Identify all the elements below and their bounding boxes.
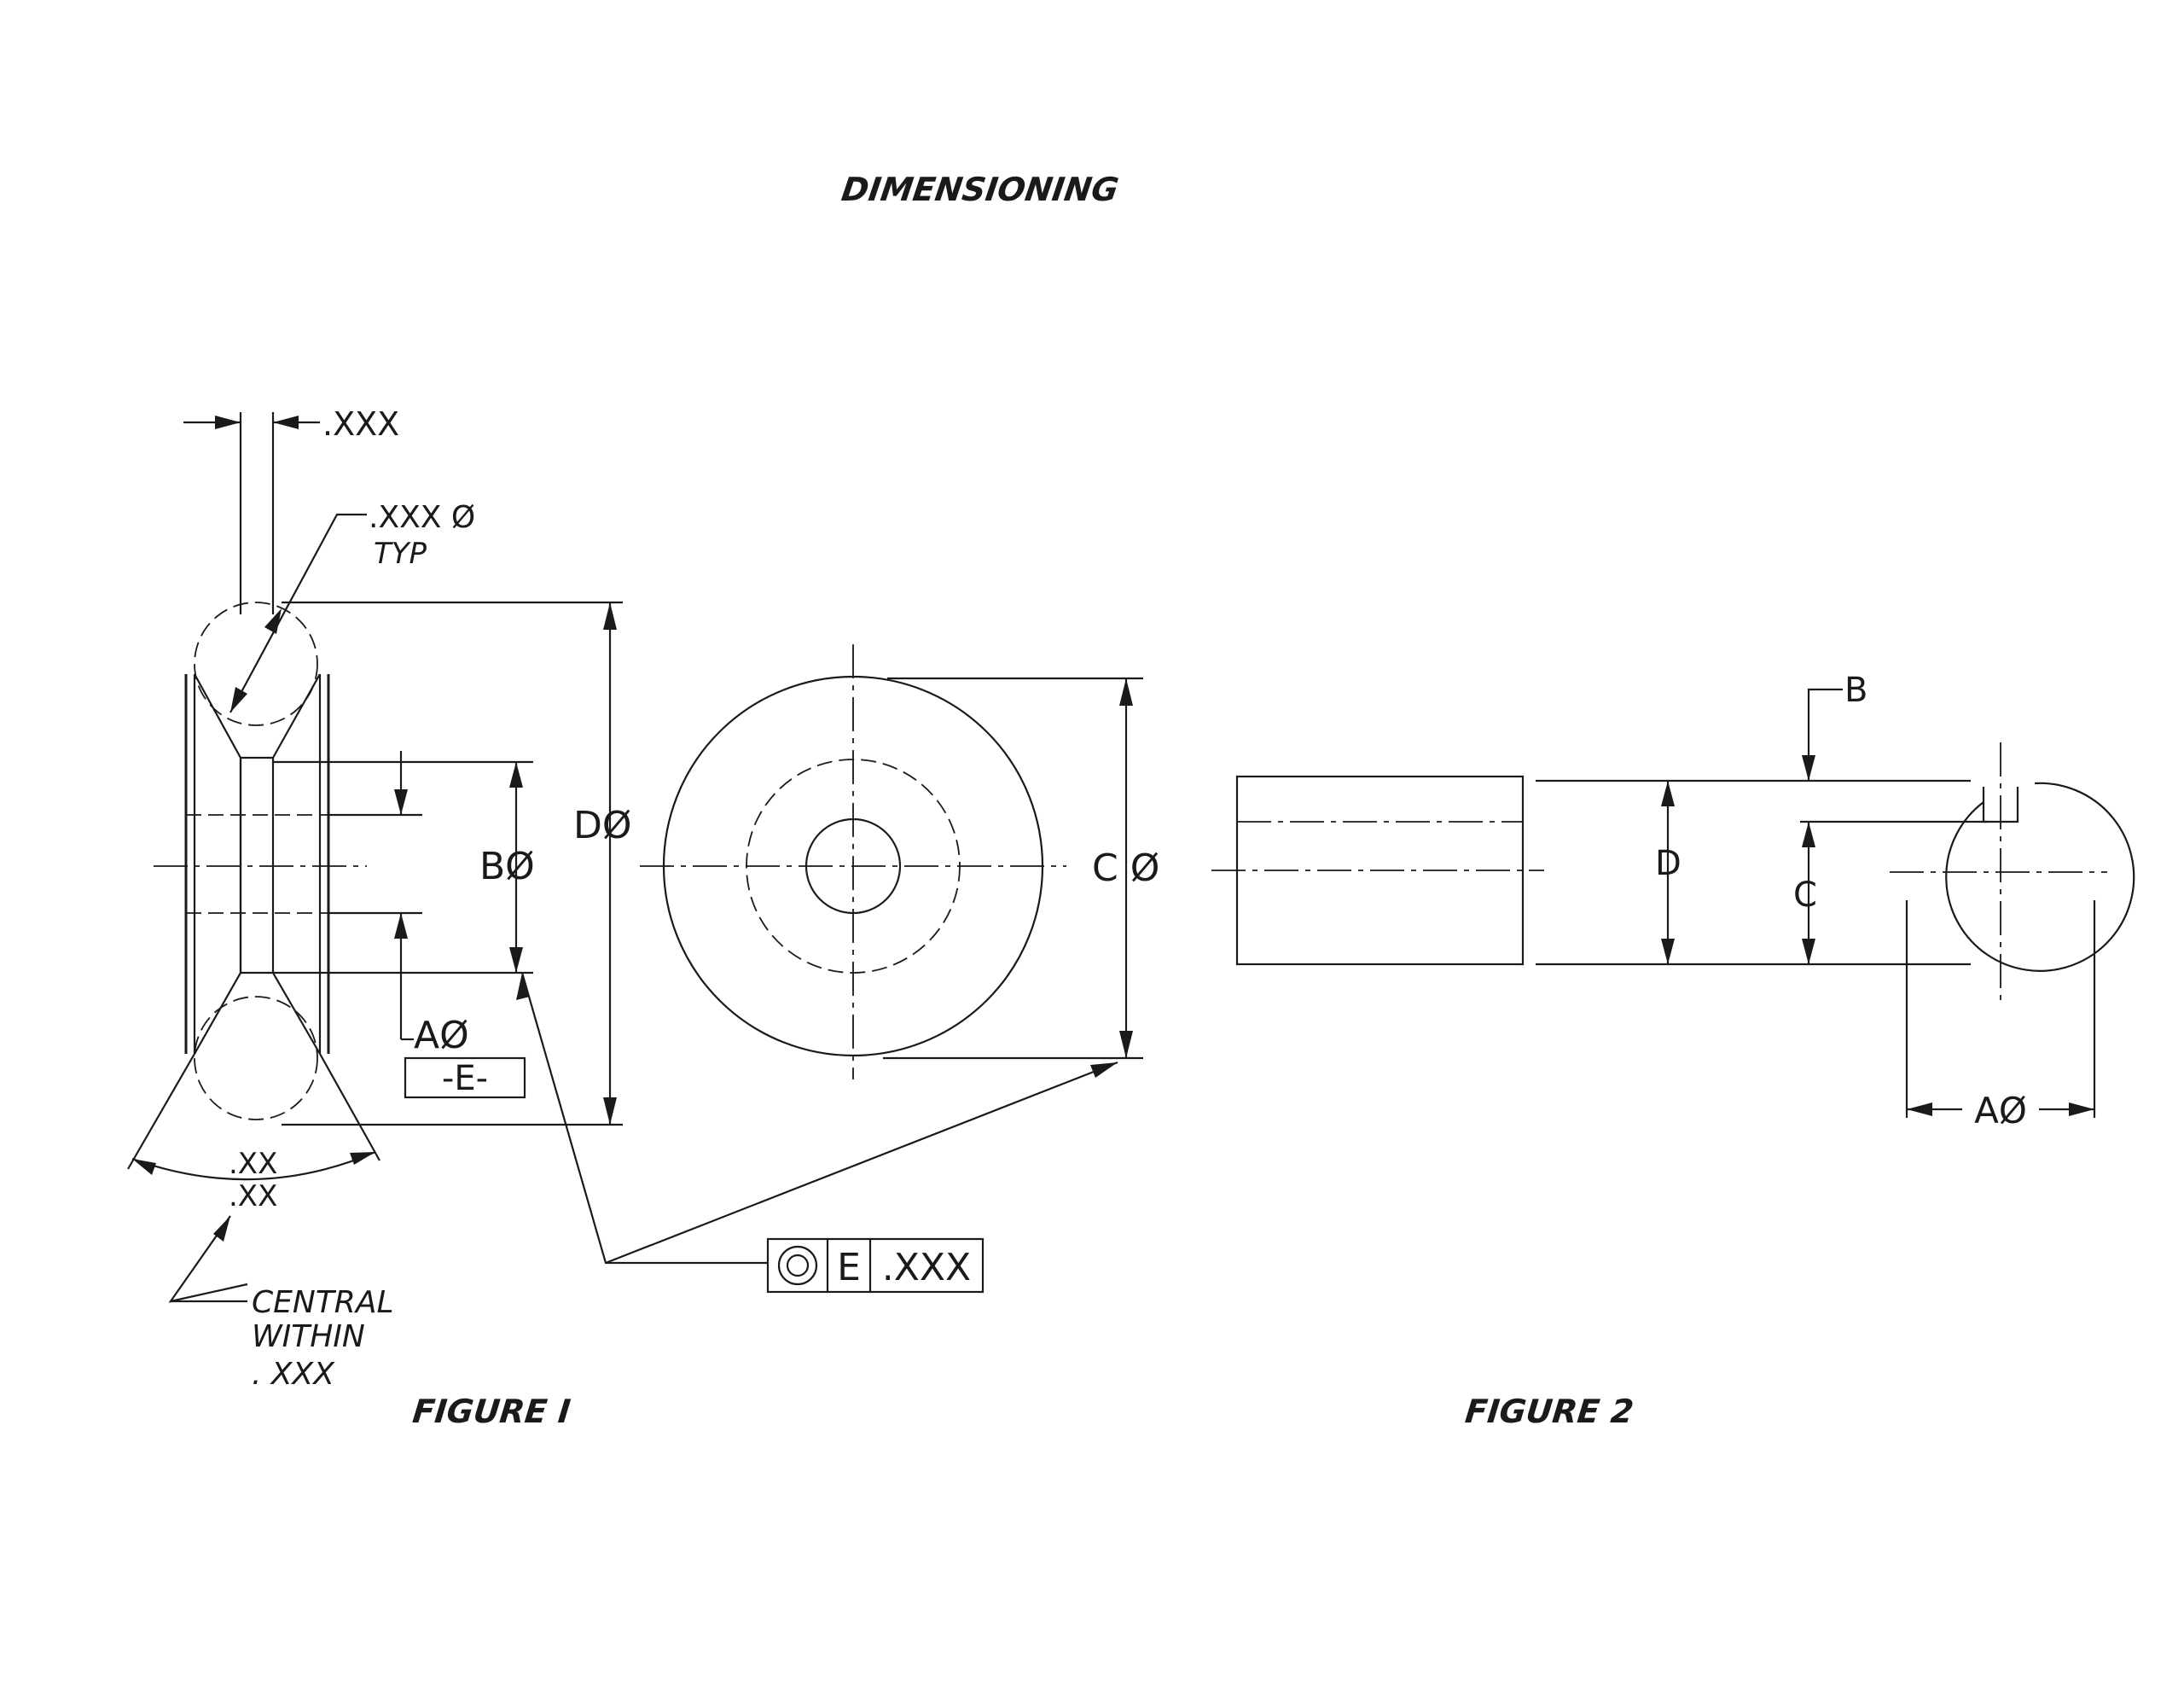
central-note-line3: . XXX bbox=[252, 1357, 335, 1392]
typ-label: TYP bbox=[374, 537, 427, 571]
figure1-side-view: .XXX .XXX Ø TYP DØ bbox=[127, 405, 632, 1392]
fcf-tolerance-value: .XXX bbox=[882, 1246, 971, 1289]
central-note-line2: WITHIN bbox=[252, 1319, 365, 1354]
width-dimension-label: .XXX bbox=[322, 405, 399, 443]
concentricity-icon bbox=[777, 1245, 818, 1286]
figure2-view: D B C AØ bbox=[1211, 671, 2135, 1131]
central-note-line1: CENTRAL bbox=[252, 1285, 394, 1320]
figure1-caption: FIGURE I bbox=[411, 1393, 572, 1430]
figure2-caption: FIGURE 2 bbox=[1463, 1393, 1635, 1430]
figure1-front-view: C Ø E .XXX bbox=[516, 644, 1159, 1294]
drawing-title: DIMENSIONING bbox=[839, 172, 1121, 209]
figure2-a-diameter-label: AØ bbox=[1974, 1090, 2027, 1131]
figure2-b-label: B bbox=[1844, 671, 1867, 710]
c-diameter-label: C Ø bbox=[1092, 846, 1159, 890]
angle-tolerance-bottom: .XX bbox=[229, 1179, 277, 1213]
a-diameter-label: AØ bbox=[414, 1014, 469, 1057]
d-diameter-label: DØ bbox=[573, 804, 632, 847]
groove-diameter-label: .XXX Ø bbox=[369, 500, 475, 535]
figure2-d-label: D bbox=[1655, 844, 1682, 883]
datum-feature-label: -E- bbox=[442, 1059, 488, 1098]
angle-tolerance-top: .XX bbox=[229, 1147, 277, 1181]
figure2-c-label: C bbox=[1793, 875, 1817, 915]
b-diameter-label: BØ bbox=[479, 845, 535, 888]
fcf-datum-reference: E bbox=[837, 1246, 861, 1289]
